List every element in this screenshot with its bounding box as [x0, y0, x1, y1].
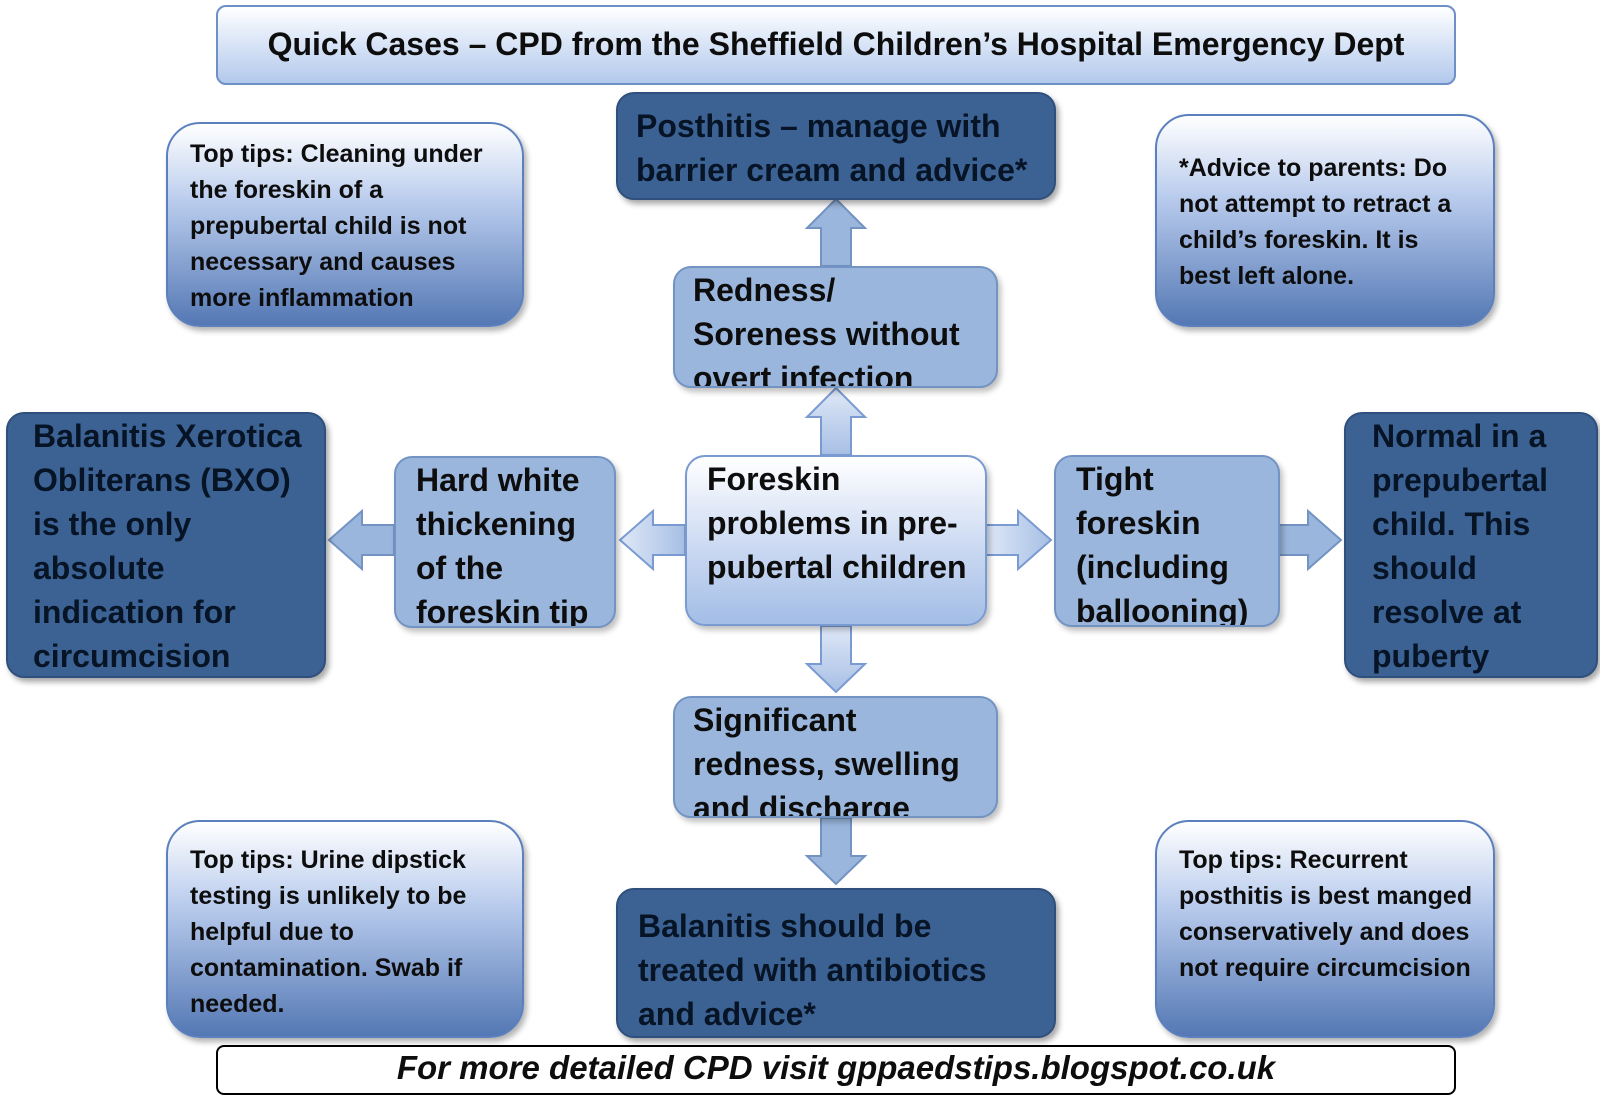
balanitis-outcome-text: Balanitis should be treated with antibio… [638, 908, 987, 1032]
tip-bottom-right-text: Top tips: Recurrent posthitis is best ma… [1179, 846, 1473, 982]
significant-node-text: Significant redness, swelling and discha… [693, 702, 960, 818]
arrow-center-to-up [804, 386, 868, 456]
redness-node-box: Redness/ Soreness without overt infectio… [673, 266, 998, 388]
arrow-center-to-down [804, 625, 868, 694]
normal-outcome-box: Normal in a prepubertal child. This shou… [1344, 412, 1598, 678]
tip-bottom-left: Top tips: Urine dipstick testing is unli… [166, 820, 524, 1038]
arrow-center-to-right [985, 508, 1053, 572]
tip-top-left-text: Top tips: Cleaning under the foreskin of… [190, 140, 483, 312]
redness-node-text: Redness/ Soreness without overt infectio… [693, 272, 960, 388]
tight-foreskin-node-text: Tight foreskin (including ballooning) [1076, 461, 1249, 627]
center-node-box: Foreskin problems in pre-pubertal childr… [685, 455, 987, 626]
hard-white-node-box: Hard white thickening of the foreskin ti… [394, 456, 616, 628]
arrow-tight-to-normal [1275, 508, 1343, 572]
bxo-outcome-text: Balanitis Xerotica Obliterans (BXO) is t… [33, 418, 302, 674]
tip-bottom-left-text: Top tips: Urine dipstick testing is unli… [190, 846, 467, 1018]
footer-text: For more detailed CPD visit gppaedstips.… [396, 1049, 1276, 1086]
arrow-redness-to-posthitis [804, 197, 868, 267]
tight-foreskin-node-box: Tight foreskin (including ballooning) [1054, 455, 1280, 627]
normal-outcome-text: Normal in a prepubertal child. This shou… [1372, 418, 1549, 674]
title-banner: Quick Cases – CPD from the Sheffield Chi… [216, 5, 1456, 85]
tip-top-left: Top tips: Cleaning under the foreskin of… [166, 122, 524, 327]
arrow-hardwhite-to-bxo [327, 508, 395, 572]
balanitis-outcome-box: Balanitis should be treated with antibio… [616, 888, 1056, 1038]
posthitis-outcome-box: Posthitis – manage with barrier cream an… [616, 92, 1056, 200]
tip-top-right-text: *Advice to parents: Do not attempt to re… [1179, 154, 1452, 290]
bxo-outcome-box: Balanitis Xerotica Obliterans (BXO) is t… [6, 412, 326, 678]
footer-link-box: For more detailed CPD visit gppaedstips.… [216, 1045, 1456, 1095]
arrow-center-to-left [618, 508, 686, 572]
tip-bottom-right: Top tips: Recurrent posthitis is best ma… [1155, 820, 1495, 1038]
title-text: Quick Cases – CPD from the Sheffield Chi… [267, 26, 1405, 62]
posthitis-outcome-text: Posthitis – manage with barrier cream an… [636, 108, 1028, 188]
hard-white-node-text: Hard white thickening of the foreskin ti… [416, 462, 589, 628]
center-node-text: Foreskin problems in pre-pubertal childr… [707, 461, 967, 585]
tip-top-right: *Advice to parents: Do not attempt to re… [1155, 114, 1495, 327]
significant-node-box: Significant redness, swelling and discha… [673, 696, 998, 818]
arrow-significant-to-balanitis [804, 817, 868, 886]
